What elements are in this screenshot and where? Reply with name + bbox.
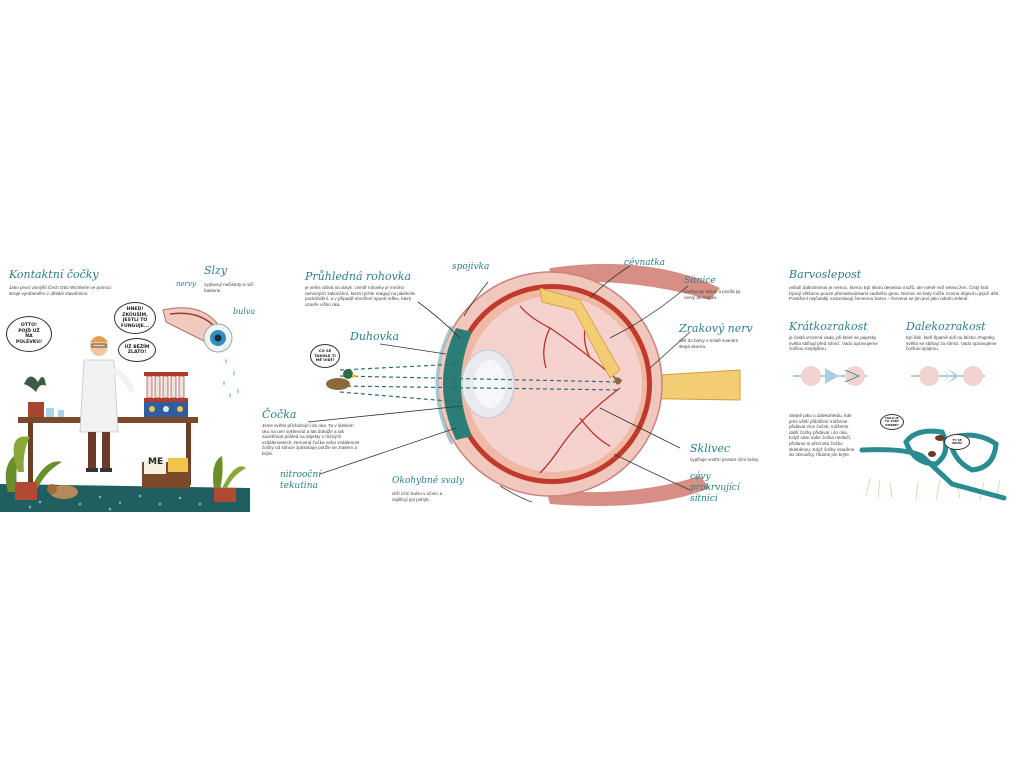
- glasses-text: Stejně jako u dalekohledu, kde jeho větš…: [789, 413, 855, 458]
- lower-eye-muscle: [546, 476, 710, 506]
- shelf-sign: ME: [148, 457, 164, 467]
- tears-title: Slzy: [204, 264, 228, 277]
- lens-inner: [474, 360, 506, 408]
- duck-illustration: [326, 369, 358, 390]
- glasses-illustration: [859, 428, 1007, 501]
- colorblind-text: nebolí daltonismus je nemoc, kterou trpí…: [789, 285, 1000, 302]
- bug-bubble-text: HALÓ JE TO TADY DOBRÉ?: [884, 415, 900, 427]
- nerve-label: nervy: [176, 280, 196, 288]
- book-spread: Kontaktní čočky Jako první vsmýšlí Čech …: [0, 258, 1024, 512]
- iris-title: Duhovka: [350, 330, 400, 343]
- bubble-funguje: HNED! ZKOUŠÍM, JESTLI TO FUNGUJE...: [114, 302, 156, 334]
- conjunctiva-title: spojivka: [452, 262, 490, 272]
- vessels-title: cévy prokrvující sítnici: [690, 472, 740, 504]
- retina-text: zachycuje obraz a posílá jej nervy do mo…: [684, 289, 741, 300]
- cornea-title: Průhledná rohovka: [305, 270, 412, 283]
- muscles-text: drží oční bulvu v očnici a zajišťují jej…: [392, 491, 443, 502]
- muscles-title: Okohybné svaly: [392, 476, 464, 486]
- bulb-label: bulva: [233, 307, 256, 316]
- aqueous-title: nitrooční tekutina: [280, 470, 322, 491]
- bug-bubble-2: TY SE VIDÍŠ!: [944, 434, 970, 450]
- duck-bubble-text: CO SE TAKHLE TI MĚ VIDÍ?: [314, 348, 336, 363]
- bug-bubble-2-text: TY SE VIDÍŠ!: [951, 437, 963, 445]
- hyperopia-diagram: [911, 366, 985, 386]
- vitreous-text: vyplňuje vnitřní prostor oční bulvy.: [690, 457, 760, 462]
- optic-nerve-text: ústí do bulvy v místě zvaném slepá skvrn…: [679, 338, 739, 349]
- eye-cross-section-diagram: [307, 263, 741, 506]
- myopia-text: je častá vrozená vada, při které se papr…: [789, 335, 878, 352]
- bubble-funguje-text: HNED! ZKOUŠÍM, JESTLI TO FUNGUJE...: [120, 307, 150, 329]
- optic-nerve-title: Zrakový nerv: [679, 322, 753, 335]
- lens-text: Jsme světlo přicházející do oka. Ta v li…: [262, 423, 360, 456]
- retina-nerve-layer: [539, 287, 621, 379]
- tear-eye-illustration: [162, 307, 239, 398]
- choroid-title: cévnatka: [624, 258, 666, 268]
- bubble-bezim-text: UŽ BĚŽÍM ZLATO!: [124, 344, 150, 356]
- bubble-otto-text: OTTO! POJĎ UŽ NA POLÉVKU!: [15, 323, 43, 345]
- cornea: [435, 325, 454, 445]
- vitreous-title: Sklivec: [690, 442, 731, 455]
- colorblind-title: Barvoslepost: [789, 268, 862, 281]
- hyperopia-text: trpí lidé, kteří špatně vidí na blízko. …: [906, 335, 997, 352]
- iris: [443, 328, 472, 440]
- hyperopia-title: Dalekozrakost: [906, 320, 986, 333]
- retina-image: [614, 377, 622, 385]
- tears-text: vyplavují nečistoty a ničí bakterie.: [204, 282, 254, 293]
- myopia-diagram: [793, 366, 867, 386]
- contact-lens-text: Jako první vsmýšlí Čech Otto Wichterle v…: [9, 285, 112, 296]
- upper-eye-muscle: [546, 263, 720, 300]
- bubble-bezim: UŽ BĚŽÍM ZLATO!: [118, 338, 156, 362]
- light-path: [339, 363, 621, 403]
- bug-bubble: HALÓ JE TO TADY DOBRÉ?: [880, 414, 904, 430]
- duck-bubble: CO SE TAKHLE TI MĚ VIDÍ?: [310, 344, 340, 368]
- label-leader-lines: [307, 265, 691, 503]
- lens-title: Čočka: [262, 408, 297, 421]
- retina-title: Sítnice: [684, 276, 716, 286]
- myopia-title: Krátkozrakost: [789, 320, 868, 333]
- refraction-diagrams: [793, 366, 985, 386]
- contact-lens-title: Kontaktní čočky: [9, 268, 99, 281]
- lab-scene: [0, 336, 250, 512]
- cornea-text: je velmi citlivá na dotyk. Uvnitř rohovk…: [305, 285, 416, 307]
- bubble-otto: OTTO! POJĎ UŽ NA POLÉVKU!: [6, 316, 52, 352]
